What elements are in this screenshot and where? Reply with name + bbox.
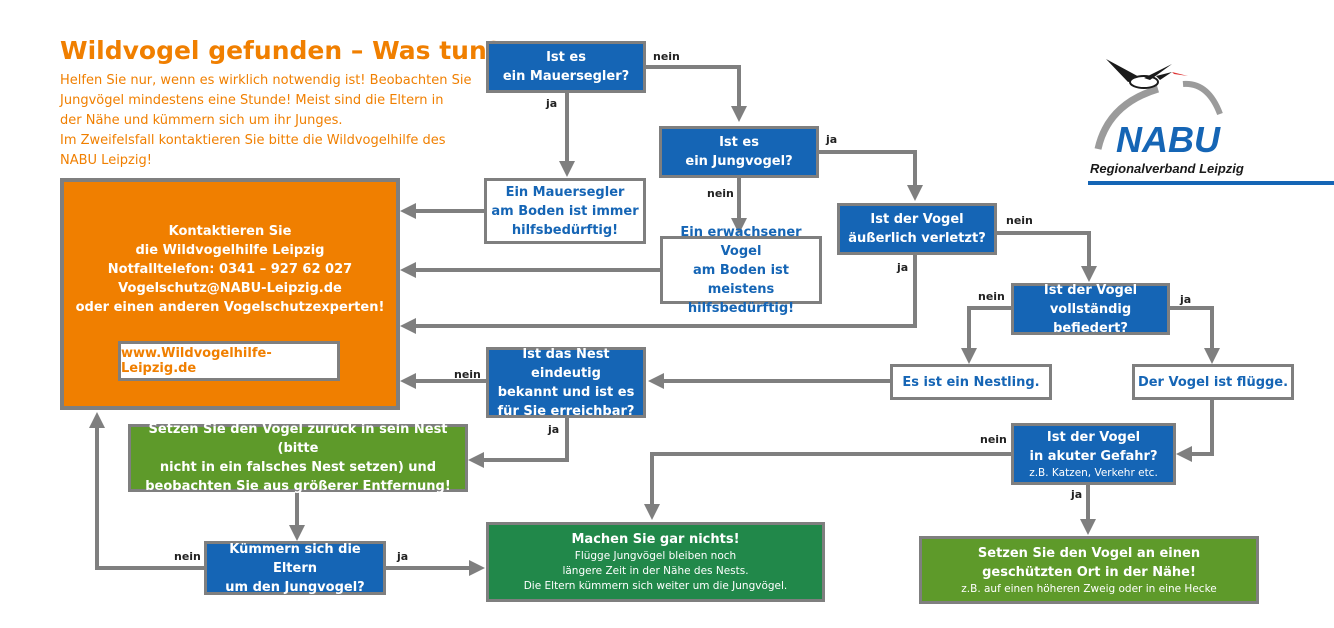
question-line: Ist der Vogel [870,212,964,227]
edge-label-ja: ja [546,97,558,110]
contact-line: die Wildvogelhilfe Leipzig [135,243,325,258]
question-line: Ist das Nest eindeutig [522,346,610,381]
action-title: Setzen Sie den Vogel an einen [977,545,1201,561]
page-title: Wildvogel gefunden – Was tun? [60,36,502,65]
info-line: am Boden ist immer [491,203,639,219]
info-erwachsener-vogel: Ein erwachsener Vogel am Boden ist meist… [660,225,822,316]
intro-line: Jungvögel mindestens eine Stunde! Meist … [60,93,444,108]
website-link[interactable]: www.Wildvogelhilfe-Leipzig.de [118,341,340,381]
contact-line: oder einen anderen Vogelschutzexperten! [75,300,385,315]
stork-icon: NABU Regionalverband Leipzig [1088,59,1334,185]
edge-label-ja: ja [897,261,909,274]
info-nestling: Es ist ein Nestling. [890,364,1052,400]
edge-label-nein: nein [653,50,680,63]
question-note: z.B. Katzen, Verkehr etc. [1029,466,1158,479]
nabu-logo: NABU Regionalverband Leipzig [1088,54,1334,186]
action-note: z.B. auf einen höheren Zweig oder in ein… [961,582,1217,595]
connector-befiedert-nein [961,306,1011,364]
edge-label-ja: ja [1180,293,1192,306]
intro-line: Im Zweifelsfall kontaktieren Sie bitte d… [60,133,446,148]
connector-jungvogel-ja [818,150,923,201]
intro-text: Helfen Sie nur, wenn es wirklich notwend… [60,71,480,171]
edge-label-nein: nein [978,290,1005,303]
info-line: Der Vogel ist flügge. [1137,374,1289,390]
info-line: Es ist ein Nestling. [902,374,1040,390]
connector-befiedert-ja [1170,306,1220,364]
question-eltern: Kümmern sich die Eltern um den Jungvogel… [204,541,386,595]
action-line: Setzen Sie den Vogel zurück in sein Nest… [148,422,448,456]
question-line: bekannt und ist es [497,384,635,400]
action-zurueck-ins-nest: Setzen Sie den Vogel zurück in sein Nest… [128,422,468,494]
action-gar-nichts: Machen Sie gar nichts! Flügge Jungvögel … [486,522,825,602]
action-title: Machen Sie gar nichts! [571,532,740,547]
action-line: nicht in ein falsches Nest setzen) und [159,460,437,475]
question-line: Ist es [719,135,759,150]
edge-label-nein: nein [1006,214,1033,227]
contact-line: Kontaktieren Sie [168,224,292,239]
contact-phone: Notfalltelefon: 0341 – 927 62 027 [107,262,353,277]
question-line: Ist es [546,50,586,65]
info-line: am Boden ist meistens [693,262,789,297]
action-line: beobachten Sie aus größerer Entfernung! [145,479,451,494]
question-line: vollständig befiedert? [1049,301,1132,336]
connector-verletzt-ja [400,246,917,334]
edge-label-nein: nein [454,368,481,381]
question-verletzt: Ist der Vogel äußerlich verletzt? [837,203,997,255]
question-line: Kümmern sich die Eltern [229,541,361,576]
intro-line: NABU Leipzig! [60,153,152,168]
connector-verletzt-nein [997,231,1097,282]
contact-box: Kontaktieren Sie die Wildvogelhilfe Leip… [60,178,400,410]
edge-label-ja: ja [397,550,409,563]
question-line: Ist der Vogel [1043,282,1138,298]
connector-gefahr-nein [644,452,1011,520]
question-mauersegler: Ist es ein Mauersegler? [486,41,646,93]
question-nest: Ist das Nest eindeutig bekannt und ist e… [486,346,646,419]
edge-label-nein: nein [980,433,1007,446]
info-line: Ein erwachsener Vogel [680,224,802,259]
question-line: um den Jungvogel? [225,579,365,595]
action-geschuetzter-ort: Setzen Sie den Vogel an einen geschützte… [919,536,1259,604]
action-note: längere Zeit in der Nähe des Nests. [562,565,749,577]
action-note: Flügge Jungvögel bleiben noch [574,550,737,562]
connector-nest-ja [468,418,569,468]
edge-label-ja: ja [548,423,560,436]
edge-label-ja: ja [1071,488,1083,501]
logo-wordmark: NABU [1116,119,1221,160]
question-line: ein Mauersegler? [502,69,630,84]
info-line: Ein Mauersegler [505,184,625,200]
info-mauersegler: Ein Mauersegler am Boden ist immer hilfs… [484,178,646,244]
question-befiedert: Ist der Vogel vollständig befiedert? [1011,282,1170,336]
connector-eltern-nein [89,412,204,570]
edge-label-nein: nein [174,550,201,563]
question-line: äußerlich verletzt? [848,231,986,246]
edge-label-ja: ja [826,133,838,146]
question-line: Ist der Vogel [1046,429,1141,445]
info-fluegge: Der Vogel ist flügge. [1132,364,1294,400]
question-line: für Sie erreichbar? [497,403,635,419]
logo-subtitle: Regionalverband Leipzig [1090,161,1244,176]
action-note: Die Eltern kümmern sich weiter um die Ju… [523,580,788,592]
question-jungvogel: Ist es ein Jungvogel? [659,126,819,178]
intro-line: der Nähe und kümmern sich um ihr Junges. [60,113,343,128]
action-title: geschützten Ort in der Nähe! [982,564,1196,580]
question-line: in akuter Gefahr? [1029,448,1158,464]
connector-fluegge [1176,399,1214,462]
intro-line: Helfen Sie nur, wenn es wirklich notwend… [60,73,472,88]
question-line: ein Jungvogel? [685,154,793,169]
connector-mauersegler-nein [646,65,747,122]
question-gefahr: Ist der Vogel in akuter Gefahr? z.B. Kat… [1011,423,1176,485]
info-line: hilfsbedürftig! [687,300,795,316]
contact-email: Vogelschutz@NABU-Leipzig.de [118,281,342,296]
info-line: hilfsbedürftig! [511,222,619,238]
edge-label-nein: nein [707,187,734,200]
